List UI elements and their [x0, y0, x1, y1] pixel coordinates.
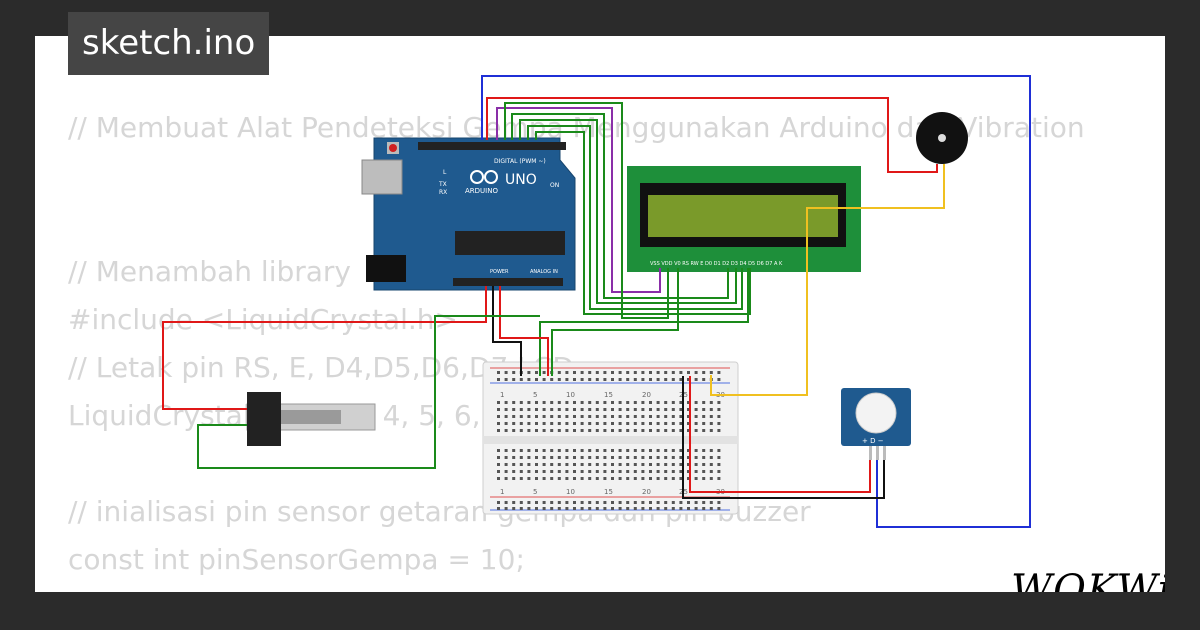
arduino-uno[interactable]: DIGITAL (PWM ~) UNO ARDUINO ON POWER ANA…	[361, 137, 576, 291]
microcontroller-chip	[455, 231, 565, 255]
wire-green	[551, 268, 679, 376]
wire-purple	[496, 107, 661, 293]
usb-port	[361, 159, 403, 195]
wire-yellow	[710, 164, 945, 396]
led-label: TX	[438, 181, 447, 188]
wire-green	[535, 131, 751, 315]
pir-sensor[interactable]: + D −	[841, 388, 911, 460]
lcd-pin-labels: VSS VDD V0 RS RW E D0 D1 D2 D3 D4 D5 D6 …	[650, 261, 783, 267]
code-line: const int pinSensorGempa = 10;	[68, 543, 525, 576]
on-label: ON	[550, 182, 559, 189]
lcd-16x2[interactable]: VSS VDD V0 RS RW E D0 D1 D2 D3 D4 D5 D6 …	[627, 166, 861, 272]
code-line: #include <LiquidCrystal.h>	[68, 303, 458, 336]
lcd-screen	[648, 195, 838, 237]
digital-label: DIGITAL (PWM ~)	[494, 158, 546, 165]
column-number: 20	[642, 488, 651, 496]
breadboard-holes	[497, 371, 721, 510]
led-label: RX	[439, 189, 447, 196]
wire-green	[511, 113, 729, 299]
wire-red	[162, 286, 487, 410]
analog-label: ANALOG IN	[530, 269, 558, 275]
column-number: 5	[533, 391, 537, 399]
preview-card: // Membuat Alat Pendeteksi Gempa Menggun…	[35, 36, 1165, 592]
column-number: 10	[566, 488, 575, 496]
column-number: 1	[500, 391, 504, 399]
wire-black	[682, 376, 885, 499]
potentiometer[interactable]	[246, 392, 376, 446]
power-analog-header	[453, 278, 563, 286]
wokwi-logo: WOKWi	[1011, 567, 1165, 592]
model-label: UNO	[505, 172, 537, 188]
wire-green	[519, 119, 737, 304]
led-label: L	[443, 169, 447, 176]
wire-black	[492, 286, 522, 376]
wire-green	[197, 315, 540, 469]
wire-blue	[481, 75, 1031, 528]
wokwi-logo-text: WOKWi	[1011, 567, 1165, 592]
power-jack	[366, 255, 406, 282]
column-number: 5	[533, 488, 537, 496]
digital-header	[418, 142, 566, 150]
wire-green	[539, 268, 749, 376]
power-label: POWER	[490, 269, 509, 275]
buzzer[interactable]	[916, 112, 968, 164]
wires	[162, 75, 1031, 528]
wire-red	[499, 286, 549, 376]
wire-red	[689, 376, 871, 493]
wire-red	[486, 97, 938, 173]
code-line: // Letak pin RS, E, D4,D5,D6,D7 LCD	[68, 351, 574, 384]
column-number: 1	[500, 488, 504, 496]
column-number: 15	[604, 488, 613, 496]
code-line: const int pinBuzzer = 8;	[68, 584, 1133, 592]
column-number: 15	[604, 391, 613, 399]
pir-pin-labels: + D −	[862, 437, 884, 445]
wire-green	[527, 125, 743, 310]
circuit-diagram: 1 5 10 15 20 25 30 1 5 10 15 20 25 30	[162, 75, 1031, 528]
brand-label: ARDUINO	[465, 187, 498, 195]
arduino-logo-icon	[470, 170, 498, 184]
column-number: 20	[642, 391, 651, 399]
code-line: // Menambah library	[68, 255, 351, 288]
sketch-filename: sketch.ino	[68, 12, 270, 75]
column-number: 10	[566, 391, 575, 399]
